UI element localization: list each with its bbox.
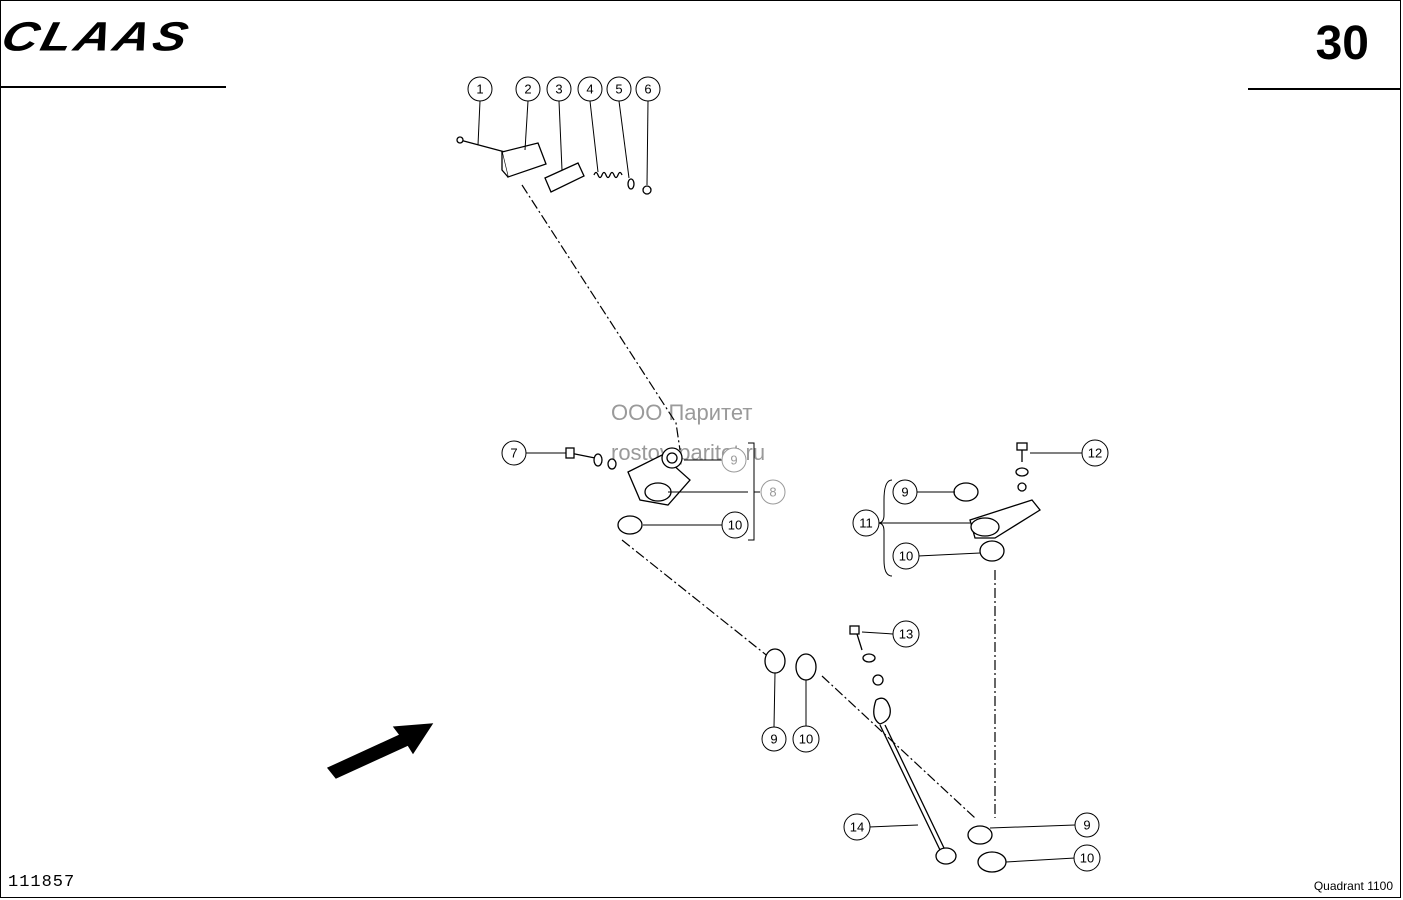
svg-text:13: 13 [899,627,913,642]
svg-text:10: 10 [1080,851,1094,866]
ring-part-10-d [977,851,1007,873]
spring-part-4 [593,171,623,179]
ring-part-10-a [617,515,643,535]
callout-5: 5 [606,76,632,102]
svg-text:9: 9 [1083,818,1090,833]
assembly-lines [521,184,996,819]
svg-text:11: 11 [859,516,873,531]
washer-part-5 [627,178,635,190]
svg-text:10: 10 [728,518,742,533]
svg-text:1: 1 [476,82,483,97]
svg-text:3: 3 [555,82,562,97]
bushing-part-9-c [764,648,786,674]
bolt-part-7 [565,447,617,470]
callout-9-b: 9 [892,479,918,505]
callout-10-a: 10 [721,511,749,539]
pin-part-1 [456,136,506,153]
bushing-part-9-d [967,825,993,845]
svg-text:9: 9 [901,485,908,500]
callout-1: 1 [467,76,493,102]
spring-arm-part-14 [873,697,957,865]
callouts: 1 2 3 4 5 6 7 9 8 10 12 9 11 10 13 9 10 … [467,76,1109,872]
ring-part-10-b [979,540,1005,562]
svg-text:7: 7 [510,446,517,461]
callout-10-c: 10 [792,725,820,753]
svg-text:4: 4 [586,82,593,97]
svg-text:8: 8 [769,485,776,500]
nut-part-6 [642,185,652,195]
callout-4: 4 [577,76,603,102]
bolt-part-12 [1015,442,1029,492]
parts [326,136,1041,873]
callout-13: 13 [892,620,920,648]
callout-6: 6 [635,76,661,102]
callout-8: 8 [760,479,786,505]
svg-text:9: 9 [770,732,777,747]
page-number: 30 [1315,17,1369,70]
assembly-line-upper [521,184,681,451]
bolt-part-13 [849,625,884,686]
callout-10-b: 10 [892,542,920,570]
svg-text:10: 10 [899,549,913,564]
logo-rule [0,86,226,88]
svg-text:10: 10 [799,732,813,747]
callout-9-c: 9 [761,726,787,752]
ring-part-10-c [795,653,817,681]
callout-10-d: 10 [1073,844,1101,872]
plate-part-3 [544,162,585,193]
svg-text:14: 14 [850,820,864,835]
lever-part-8 [627,447,691,506]
callout-9-d: 9 [1074,812,1100,838]
model-name: Quadrant 1100 [1313,879,1393,893]
callout-2: 2 [515,76,541,102]
bracket-part-2 [501,142,547,178]
callout-3: 3 [546,76,572,102]
callout-7: 7 [501,440,527,466]
drawing-number: 111857 [8,873,76,892]
direction-arrow-icon [326,723,434,779]
callout-11: 11 [852,509,880,537]
svg-text:2: 2 [524,82,531,97]
svg-text:5: 5 [615,82,622,97]
page-number-rule [1248,88,1401,90]
callout-14: 14 [843,813,871,841]
svg-text:12: 12 [1088,446,1102,461]
plate-part-11 [969,499,1041,539]
svg-text:6: 6 [644,82,651,97]
assembly-line-lower [821,675,976,819]
bushing-part-9-b [953,482,979,502]
callout-12: 12 [1081,439,1109,467]
leader-lines [477,100,1095,863]
svg-text:9: 9 [730,453,737,468]
assembly-line-left [621,539,771,659]
watermark-company: ООО Паритет [611,400,753,425]
callout-9-a: 9 [721,447,747,473]
